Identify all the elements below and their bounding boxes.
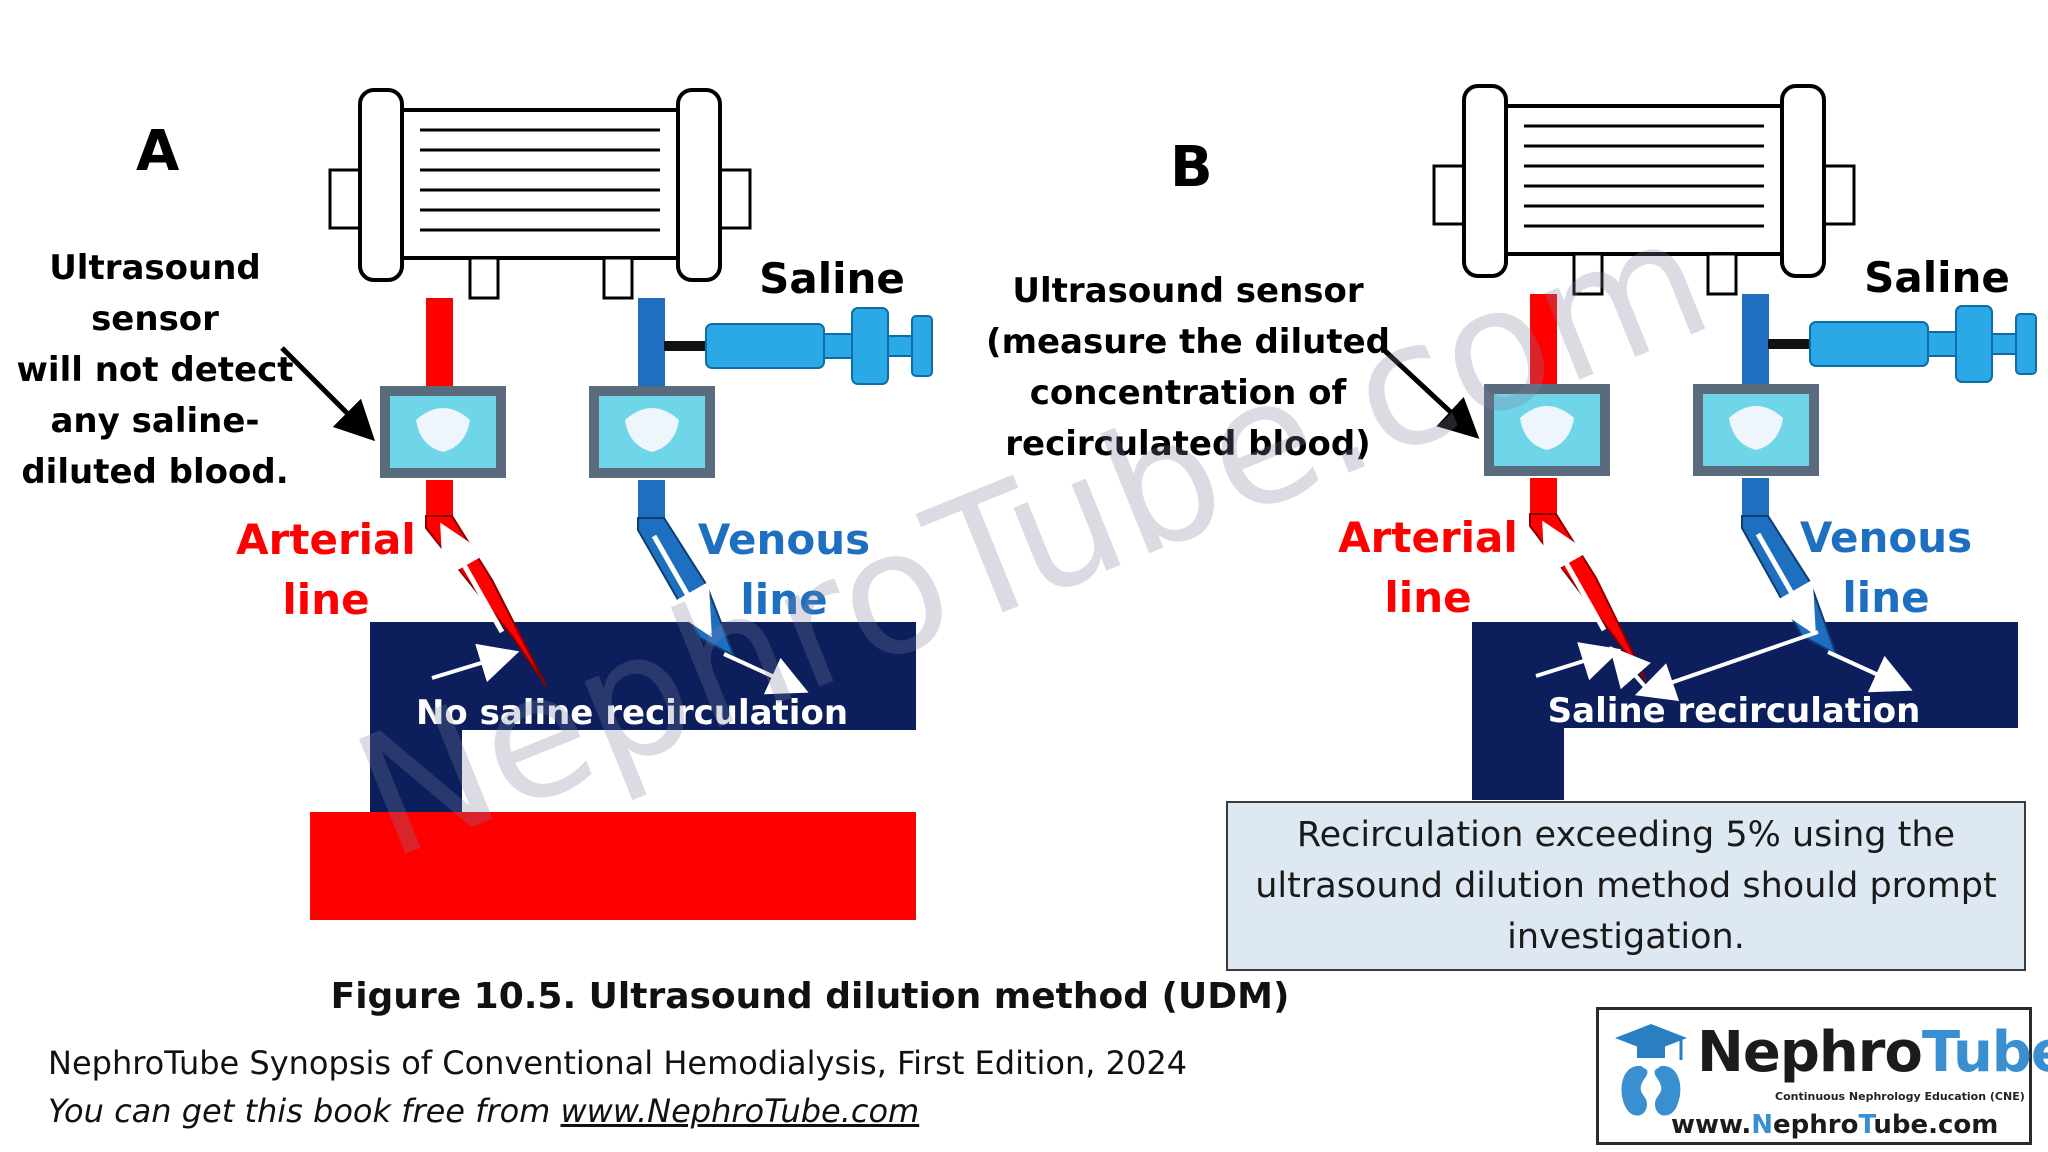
kidney-graduate-icon (1615, 1024, 1687, 1116)
book-source-link[interactable]: www.NephroTube.com (560, 1092, 920, 1130)
nephrotube-logo: NephroTube Continuous Nephrology Educati… (1596, 1007, 2048, 1145)
flow-arrow-out-b (1827, 650, 1913, 693)
logo-subtitle: Continuous Nephrology Education (CNE) (1775, 1090, 2025, 1103)
book-title: NephroTube Synopsis of Conventional Hemo… (48, 1044, 1188, 1082)
venous-tube-a (638, 298, 665, 392)
sensor-note-b-line3: concentration of (1030, 373, 1348, 413)
artery-a (310, 812, 916, 920)
panel-a: A Saline Ultrasound sensor will not dete… (17, 88, 933, 920)
arterial-tube-b (1530, 294, 1557, 390)
panel-a-letter: A (136, 119, 180, 184)
figure-caption: Figure 10.5. Ultrasound dilution method … (330, 976, 1290, 1017)
arterial-tube-a (426, 298, 453, 392)
book-source: You can get this book free from www.Neph… (48, 1092, 919, 1130)
sensor-pointer-arrow-a (280, 346, 376, 442)
venous-label-b-line1: Venous (1800, 513, 1972, 562)
panel-b-letter: B (1170, 135, 1213, 200)
flow-label-b: Saline recirculation (1548, 691, 1921, 731)
venous-label-b-line2: line (1842, 573, 1929, 622)
logo-url: www.NephroTube.com (1671, 1110, 1999, 1140)
ultrasound-sensor-venous-b (1693, 384, 1819, 476)
sensor-note-b-line1: Ultrasound sensor (1012, 271, 1364, 311)
book-source-prefix: You can get this book free from (48, 1092, 561, 1130)
recirculation-note-text: Recirculation exceeding 5% using the ult… (1255, 814, 1997, 957)
arterial-label-a-line2: line (282, 575, 369, 624)
ultrasound-sensor-arterial-a (380, 386, 506, 478)
arterial-label-a-line1: Arterial (236, 515, 416, 564)
sensor-note-a-line3: will not detect (17, 350, 294, 390)
ultrasound-sensor-venous-a (589, 386, 715, 478)
flow-arrow-in-b (1535, 642, 1622, 681)
venous-label-a-line2: line (740, 575, 827, 624)
sensor-note-b-line4: recirculated blood) (1005, 424, 1370, 464)
sensor-note-b-line2: (measure the diluted (986, 322, 1390, 362)
sensor-pointer-arrow-b (1382, 348, 1480, 439)
saline-syringe-a (663, 307, 933, 385)
saline-label-b: Saline (1864, 253, 2010, 302)
sensor-note-a-line4: any saline- (50, 401, 259, 441)
logo-name: NephroTube (1697, 1020, 2048, 1085)
sensor-note-a-line2: sensor (91, 299, 219, 339)
flow-arrow-in-a (431, 643, 520, 683)
venous-tube-b (1742, 294, 1769, 390)
dialyzer-a (328, 88, 752, 300)
sensor-note-a-line5: diluted blood. (21, 452, 288, 492)
panel-b: B Saline Ultrasound sensor (measure the … (986, 84, 2037, 800)
flow-arrow-out-a (723, 652, 809, 695)
recirculation-arrow-b (1634, 630, 1819, 702)
saline-label-a: Saline (759, 254, 905, 303)
arterial-label-b-line1: Arterial (1338, 513, 1518, 562)
flow-label-a: No saline recirculation (416, 693, 848, 733)
recirculation-note: Recirculation exceeding 5% using the ult… (1226, 801, 2026, 971)
arterial-label-b-line2: line (1384, 573, 1471, 622)
saline-syringe-b (1767, 305, 2037, 383)
venous-label-a-line1: Venous (698, 515, 870, 564)
sensor-note-a-line1: Ultrasound (49, 248, 261, 288)
